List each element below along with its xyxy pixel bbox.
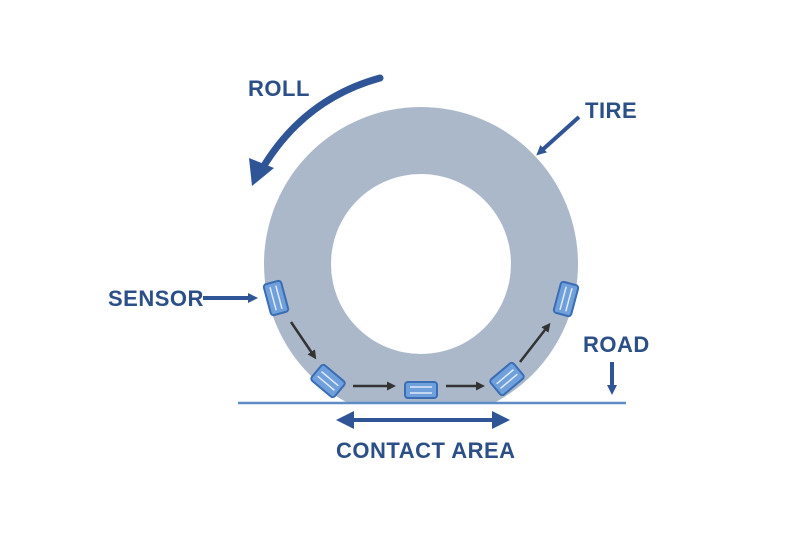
- sensor: [262, 279, 290, 317]
- roll-arrow: [254, 74, 384, 180]
- sensor: [310, 363, 346, 399]
- tire-pointer-arrow: [536, 115, 581, 156]
- sensor-path-arrow: [519, 322, 551, 363]
- tire-label: TIRE: [585, 98, 637, 123]
- road-label: ROAD: [583, 332, 650, 357]
- sensor: [404, 381, 438, 399]
- roll-label: ROLL: [248, 76, 310, 101]
- sensor-label: SENSOR: [108, 286, 204, 311]
- sensor: [489, 361, 525, 397]
- sensor-path-arrow: [289, 321, 317, 360]
- sensor: [552, 280, 580, 318]
- contact-area-label: CONTACT AREA: [336, 438, 516, 463]
- contact-area-arrow: [336, 411, 510, 429]
- roll-arrowhead: [249, 158, 274, 186]
- tire: [264, 107, 578, 403]
